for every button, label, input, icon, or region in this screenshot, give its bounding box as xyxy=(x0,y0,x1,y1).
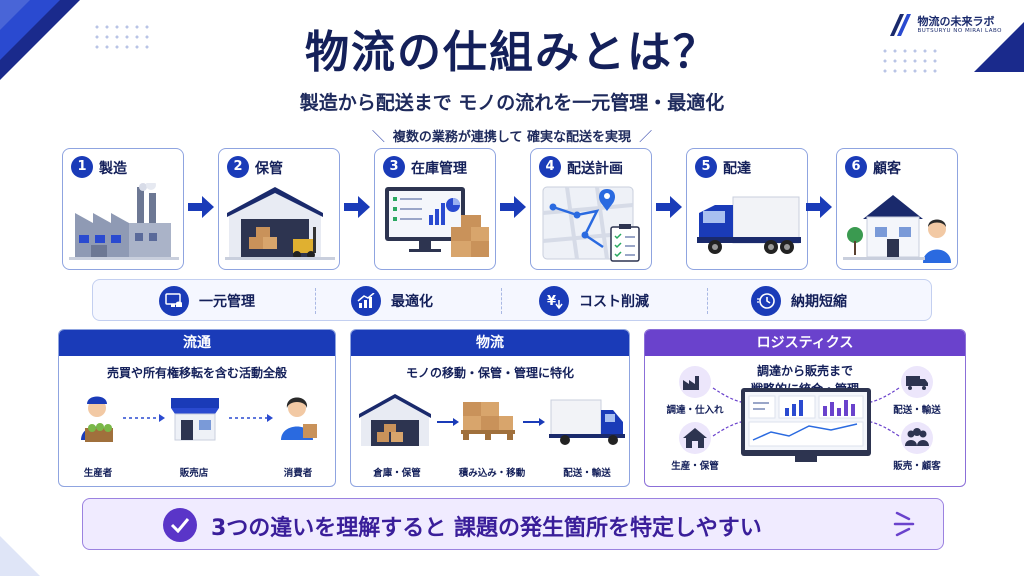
item-producer: 生産者 xyxy=(83,468,113,479)
benefit-label: コスト削減 xyxy=(579,294,649,310)
monitor-database-icon xyxy=(159,286,189,316)
benefit-label: 最適化 xyxy=(391,294,433,310)
slash-right-icon: ／ xyxy=(639,130,653,145)
inventory-monitor-icon xyxy=(385,187,489,257)
item-consumer: 消費者 xyxy=(283,468,313,479)
item-warehouse: 倉庫・保管 xyxy=(373,468,421,479)
item-production: 生産・保管 xyxy=(671,461,719,472)
step-label: 配送計画 xyxy=(567,161,623,177)
divider xyxy=(501,288,502,314)
step-customer: 6 顧客 xyxy=(836,148,958,270)
factory-icon xyxy=(69,183,179,260)
panel-ryutsu: 流通 売買や所有権移転を含む活動全般 生産者 販売店 消費者 xyxy=(58,329,336,487)
panel-title: 物流 xyxy=(351,330,629,356)
step-number: 2 xyxy=(227,156,249,178)
panel-title: ロジスティクス xyxy=(645,330,965,356)
step-label: 製造 xyxy=(99,161,127,177)
panel-description: 売買や所有権移転を含む活動全般 xyxy=(106,366,287,380)
distribution-chain-illustration xyxy=(81,396,317,442)
logistics-flow-illustration xyxy=(359,394,625,446)
panel-description: モノの移動・保管・管理に特化 xyxy=(405,366,574,380)
step-number: 3 xyxy=(383,156,405,178)
step-label: 在庫管理 xyxy=(411,161,467,177)
chart-up-icon xyxy=(351,286,381,316)
step-number: 6 xyxy=(845,156,867,178)
benefit-centralized: 一元管理 xyxy=(159,286,255,316)
conclusion-text: 3つの違いを理解すると 課題の発生箇所を特定しやすい xyxy=(211,516,762,541)
item-shipping: 配送・輸送 xyxy=(893,405,941,416)
benefit-optimization: 最適化 xyxy=(351,286,433,316)
flow-arrow-3 xyxy=(500,196,526,218)
brand-logo-icon xyxy=(890,14,912,36)
yen-down-icon: ¥ xyxy=(539,286,569,316)
corner-decoration-top-right xyxy=(974,22,1024,72)
corner-decoration-bottom-left xyxy=(0,536,40,576)
step-number: 4 xyxy=(539,156,561,178)
item-retailer: 販売店 xyxy=(179,468,209,479)
corner-decoration-top-left xyxy=(0,0,80,80)
integrated-dashboard-illustration xyxy=(679,366,933,462)
step-number: 1 xyxy=(71,156,93,178)
panel-butsuryu: 物流 モノの移動・保管・管理に特化 倉庫・保管 積み込み・移動 配送・輸送 xyxy=(350,329,630,487)
step-label: 保管 xyxy=(255,161,283,177)
dot-pattern-right xyxy=(880,46,940,76)
flow-arrow-4 xyxy=(656,196,682,218)
item-transport: 配送・輸送 xyxy=(563,468,611,479)
item-sales: 販売・顧客 xyxy=(893,461,941,472)
step-label: 顧客 xyxy=(873,161,901,177)
benefit-label: 納期短縮 xyxy=(791,294,847,310)
sparkle-icon xyxy=(893,511,915,537)
slash-left-icon: ＼ xyxy=(371,130,385,145)
panel-logistics: ロジスティクス 調達から販売まで 戦略的に統合・管理 調達・仕入れ 生産・保管 … xyxy=(644,329,966,487)
step-delivery: 5 配達 xyxy=(686,148,808,270)
tagline: ＼ 複数の業務が連携して 確実な配送を実現 ／ xyxy=(0,126,1024,145)
brand-logo: 物流の未来ラボ BUTSURYU NO MIRAI LABO xyxy=(890,14,1002,36)
benefit-lead-time: 納期短縮 xyxy=(751,286,847,316)
flow-arrow-1 xyxy=(188,196,214,218)
panel-description-line1: 調達から販売まで xyxy=(756,364,853,378)
conclusion-banner: 3つの違いを理解すると 課題の発生箇所を特定しやすい xyxy=(82,498,944,550)
page-subtitle: 製造から配送まで モノの流れを一元管理・最適化 xyxy=(299,92,725,114)
brand-name: 物流の未来ラボ xyxy=(917,14,995,28)
divider xyxy=(707,288,708,314)
tagline-text: 複数の業務が連携して 確実な配送を実現 xyxy=(392,130,632,145)
svg-text:¥: ¥ xyxy=(547,294,556,309)
check-icon xyxy=(163,508,197,542)
benefits-bar: 一元管理 最適化 ¥ コスト削減 納期短縮 xyxy=(92,279,932,321)
step-label: 配達 xyxy=(723,161,751,177)
benefit-cost-reduction: ¥ コスト削減 xyxy=(539,286,649,316)
panel-title: 流通 xyxy=(59,330,335,356)
step-inventory: 3 在庫管理 xyxy=(374,148,496,270)
divider xyxy=(315,288,316,314)
delivery-truck-icon xyxy=(697,196,801,254)
dot-pattern-left xyxy=(92,22,152,52)
brand-sub: BUTSURYU NO MIRAI LABO xyxy=(917,28,1002,35)
benefit-label: 一元管理 xyxy=(199,294,255,310)
step-manufacturing: 1 製造 xyxy=(62,148,184,270)
step-number: 5 xyxy=(695,156,717,178)
route-map-icon xyxy=(542,186,640,262)
item-procurement: 調達・仕入れ xyxy=(666,405,724,416)
step-delivery-planning: 4 配送計画 xyxy=(530,148,652,270)
clock-icon xyxy=(751,286,781,316)
customer-house-icon xyxy=(843,195,951,263)
page-title: 物流の仕組みとは？ xyxy=(305,27,719,78)
flow-arrow-2 xyxy=(344,196,370,218)
warehouse-icon xyxy=(225,187,335,260)
step-storage: 2 保管 xyxy=(218,148,340,270)
flow-arrow-5 xyxy=(806,196,832,218)
item-loading: 積み込み・移動 xyxy=(458,468,526,479)
